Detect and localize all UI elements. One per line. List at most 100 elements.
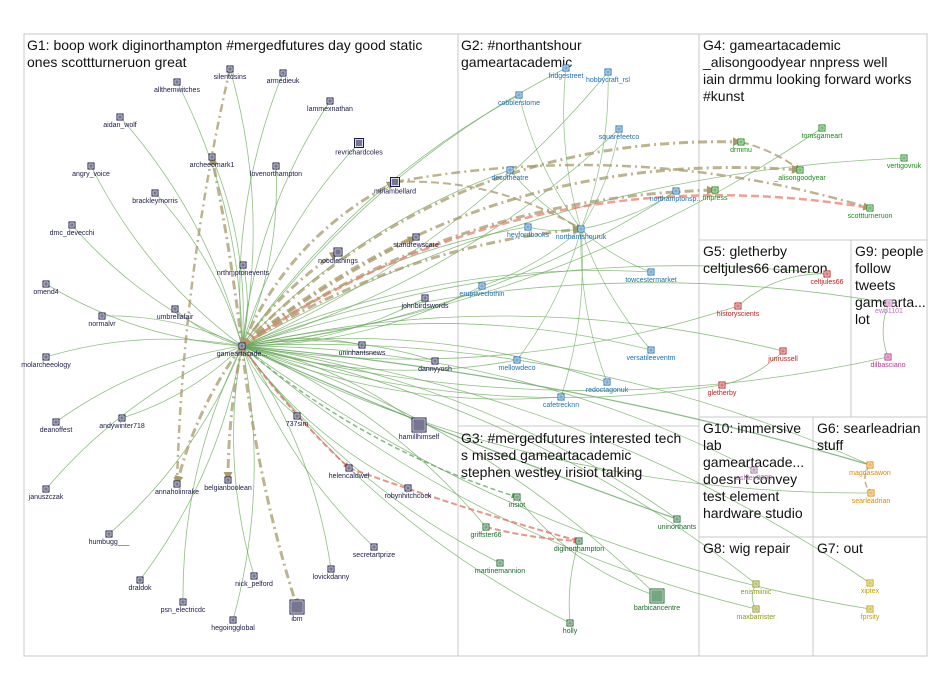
node-lammexnathan[interactable]: lammexnathan <box>307 97 353 113</box>
node-johnbirdswords[interactable]: johnbirdswords <box>400 294 449 310</box>
node-archeeomark1[interactable]: archeeomark1 <box>190 153 235 169</box>
node-uninorthants[interactable]: uninorthants <box>658 515 697 531</box>
node-label: nrthmptonevents <box>217 270 270 277</box>
node-alisongoodyear[interactable]: _alisongoodyear <box>773 166 826 182</box>
node-dilbasciano[interactable]: dilbasciano <box>870 353 906 369</box>
node-robynhitchcock[interactable]: robynhitchcock <box>385 484 432 500</box>
node-allthemwitches[interactable]: allthemwitches <box>154 78 200 94</box>
node-gameartacademic[interactable]: gameartacade... <box>217 342 268 358</box>
group-title-g3-line-1: s missed gameartacademic <box>461 447 631 463</box>
node-tomsgameart[interactable]: tomsgameart <box>802 124 843 140</box>
node-griffster66[interactable]: griffster66 <box>471 523 502 539</box>
node-psn_electricdc[interactable]: psn_electricdc <box>161 598 206 614</box>
edge-towcestermarket <box>241 270 652 347</box>
node-avatar-fill <box>153 191 157 195</box>
node-holly[interactable]: holly <box>563 619 578 635</box>
node-hamillhimself[interactable]: hamillhimself <box>399 417 440 441</box>
node-humbugg[interactable]: humbugg___ <box>89 530 130 546</box>
node-deanoffest[interactable]: deanoffest <box>40 418 73 434</box>
node-noodlethings[interactable]: noodlethings <box>318 247 358 265</box>
node-helencaldwel[interactable]: helencaldwel <box>329 464 370 480</box>
node-miriambellard[interactable]: miriambellard <box>374 177 416 196</box>
node-irisiot[interactable]: irisiot <box>509 493 525 509</box>
node-searleadrian[interactable]: searleadrian <box>852 489 891 505</box>
group-title-g5-line-0: G5: gletherby <box>703 243 787 259</box>
node-gletherby[interactable]: gletherby <box>708 381 737 397</box>
node-nick_pelford[interactable]: nick_pelford <box>235 572 273 588</box>
node-nrthmptonevents[interactable]: nrthmptonevents <box>217 261 270 277</box>
node-belgianboolean[interactable]: belgianboolean <box>204 476 252 492</box>
edge-737sim <box>241 345 298 417</box>
node-andywinter718[interactable]: andywinter718 <box>99 414 145 430</box>
node-northantshouruk[interactable]: northantshouruk <box>556 225 607 241</box>
node-heyfordbooks[interactable]: heyfordbooks <box>507 223 550 239</box>
node-avatar-fill <box>173 307 177 311</box>
node-draldok[interactable]: draldok <box>129 576 152 592</box>
node-ewb1101[interactable]: ewb1101 <box>875 299 903 315</box>
node-dmc_devecchi[interactable]: dmc_devecchi <box>50 221 95 237</box>
edge-nhour-decotheatre <box>509 169 582 230</box>
node-mellowdeco[interactable]: mellowdeco <box>499 356 536 372</box>
node-fridgestreet[interactable]: fridgestreet <box>548 64 584 80</box>
node-martinemannion[interactable]: martinemannion <box>475 559 525 575</box>
node-avatar-fill <box>241 263 245 267</box>
node-label: belgianboolean <box>204 485 252 492</box>
edge-nhour-mellowdeco <box>516 228 582 361</box>
node-scottturneruon[interactable]: scottturneruon <box>848 204 893 220</box>
node-737sim[interactable]: 737sim <box>286 412 309 428</box>
node-annaholinrake[interactable]: annaholinrake <box>155 480 199 496</box>
node-dannyyosh[interactable]: dannyyosh <box>418 357 452 373</box>
node-hobbycraft_rsl[interactable]: hobbycraft_rsl <box>586 68 630 84</box>
node-celtjules66[interactable]: celtjules66 <box>810 270 844 286</box>
node-unihantsnews[interactable]: uninhantsnews <box>339 341 386 357</box>
node-drmmu[interactable]: drmmu <box>730 138 752 154</box>
node-xiptex[interactable]: xiptex <box>861 579 880 595</box>
node-cafetrecknn[interactable]: cafetrecknn <box>543 393 579 409</box>
node-angry_voice[interactable]: angry_voice <box>72 162 110 178</box>
node-versatileeventm[interactable]: versatileeventm <box>626 346 676 362</box>
node-eruptiveclothin[interactable]: eruptiveclothin <box>459 282 505 298</box>
node-vertigovruk[interactable]: vertigovruk <box>887 154 922 170</box>
edge-nhour-eruptiveclothin <box>481 228 582 287</box>
node-ibm[interactable]: ibm <box>289 599 305 623</box>
edge-armedieuk <box>239 72 284 347</box>
node-hegoingglobal[interactable]: hegoingglobal <box>211 616 255 632</box>
node-label: cafetrecknn <box>543 402 579 409</box>
node-squarefeetco[interactable]: squarefeetco <box>599 125 640 141</box>
node-umbrellafair[interactable]: umbrellafair <box>157 305 194 321</box>
node-barbicancentre[interactable]: barbicancentre <box>634 588 680 612</box>
node-enismiinic[interactable]: enismiinic <box>741 580 772 596</box>
node-ashley3000[interactable]: ashley3000 <box>736 466 772 482</box>
node-molarcheeology[interactable]: molarcheeology <box>21 353 71 369</box>
node-nnpress[interactable]: nnpress <box>703 186 728 202</box>
node-redoctagonuk[interactable]: redoctagonuk <box>586 378 629 394</box>
node-brackleymorris[interactable]: brackleymorris <box>132 189 178 205</box>
edge-andywinter718 <box>121 345 243 419</box>
node-avatar-fill <box>54 420 58 424</box>
node-standrewscare[interactable]: standrewscare <box>393 233 439 249</box>
group-titles: G1: boop work diginorthampton #mergedfut… <box>27 37 926 556</box>
node-aidan_wolf[interactable]: aidan_wolf <box>103 113 137 129</box>
node-lovickdanny[interactable]: lovickdanny <box>313 565 350 581</box>
node-armedieuk[interactable]: armedieuk <box>267 69 300 85</box>
node-januszczak[interactable]: januszczak <box>28 485 64 501</box>
edge-lovickdanny <box>241 345 332 570</box>
node-cobblerstome[interactable]: cobblerstome <box>498 91 540 107</box>
node-maxbarrister[interactable]: maxbarrister <box>737 605 777 621</box>
node-diginorthampton[interactable]: diginorthampton <box>554 537 604 553</box>
node-northamptonsp[interactable]: northamptonsp... <box>650 187 703 203</box>
edge-nhour-fridgestreet <box>563 67 582 230</box>
node-historyscients[interactable]: historyscients <box>717 302 760 318</box>
node-junrussell[interactable]: junrussell <box>767 347 798 363</box>
node-decotheatre[interactable]: decotheatre <box>492 166 529 182</box>
node-fprsity[interactable]: fprsity <box>861 605 880 621</box>
node-label: noodlethings <box>318 258 358 265</box>
node-secretartprize[interactable]: secretartprize <box>353 543 396 559</box>
node-magdasawon[interactable]: magdasawon <box>849 461 891 477</box>
node-revrichardcoles[interactable]: revrichardcoles <box>335 138 383 157</box>
node-normalvr[interactable]: normalvr <box>88 312 116 328</box>
node-silentdsins[interactable]: silentdsins <box>214 65 247 81</box>
node-lovenorthampton[interactable]: lovenorthampton <box>250 162 302 178</box>
node-omend4[interactable]: omend4 <box>33 280 59 296</box>
node-towcestermarket[interactable]: towcestermarket <box>625 268 677 284</box>
